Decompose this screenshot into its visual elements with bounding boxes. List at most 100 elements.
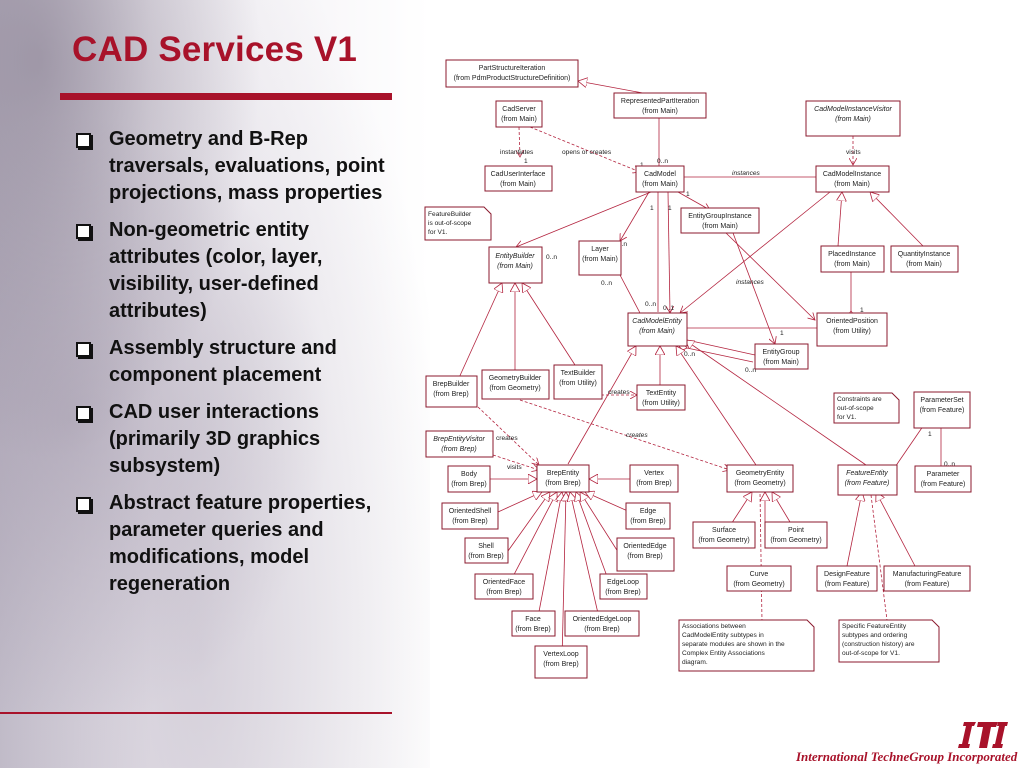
note-feature-builder: FeatureBuilder is out-of-scope for V1. bbox=[424, 206, 492, 241]
svg-text:Parameter: Parameter bbox=[927, 471, 960, 478]
connectors bbox=[457, 81, 945, 661]
svg-text:(from Feature): (from Feature) bbox=[921, 481, 966, 488]
svg-text:Body: Body bbox=[461, 471, 477, 478]
svg-text:(from Feature): (from Feature) bbox=[825, 581, 870, 588]
class-box-text-entity: TextEntity(from Utility) bbox=[636, 384, 686, 411]
svg-text:OrientedEdge: OrientedEdge bbox=[623, 543, 666, 550]
svg-text:(from Main): (from Main) bbox=[500, 181, 536, 188]
multiplicity: 0..n bbox=[616, 241, 627, 248]
svg-text:(from Geometry): (from Geometry) bbox=[770, 537, 821, 544]
checkbox-bullet-icon bbox=[76, 224, 91, 239]
checkbox-bullet-icon bbox=[76, 497, 91, 512]
class-box-oriented-edge-loop: OrientedEdgeLoop(from Brep) bbox=[564, 610, 640, 637]
checkbox-bullet-icon bbox=[76, 406, 91, 421]
class-box-brep-entity-visitor: BrepEntityVisitor(from Brep) bbox=[425, 430, 494, 458]
svg-text:(from Brep): (from Brep) bbox=[468, 553, 503, 560]
class-box-cad-model-instance: CadModelInstance (from Main) bbox=[815, 165, 890, 193]
bullet-item: Abstract feature properties, parameter q… bbox=[76, 490, 398, 598]
svg-text:ParameterSet: ParameterSet bbox=[920, 397, 963, 404]
svg-text:GeometryEntity: GeometryEntity bbox=[736, 470, 785, 477]
svg-text:(from Main): (from Main) bbox=[835, 116, 871, 123]
svg-text:(from Main): (from Main) bbox=[763, 359, 799, 366]
svg-text:CadModelEntity: CadModelEntity bbox=[632, 318, 682, 325]
svg-text:(from Main): (from Main) bbox=[834, 181, 870, 188]
class-box-curve: Curve(from Geometry) bbox=[726, 565, 792, 592]
class-box-oriented-edge: OrientedEdge(from Brep) bbox=[616, 537, 675, 572]
connector-labels: instantiates opens or creates visits ins… bbox=[496, 149, 955, 471]
bullet-item: CAD user interactions (primarily 3D grap… bbox=[76, 399, 398, 480]
note-specific-feature-entity: Specific FeatureEntity subtypes and orde… bbox=[838, 619, 940, 663]
svg-text:DesignFeature: DesignFeature bbox=[824, 571, 870, 578]
class-box-face: Face(from Brep) bbox=[511, 610, 556, 637]
svg-text:PartStructureIteration: PartStructureIteration bbox=[479, 65, 546, 72]
svg-text:for V1.: for V1. bbox=[428, 229, 448, 236]
checkbox-bullet-icon bbox=[76, 342, 91, 357]
multiplicity: 1 bbox=[668, 205, 672, 212]
label-opens-or-creates: opens or creates bbox=[562, 149, 612, 156]
bullet-text: Assembly structure and component placeme… bbox=[109, 337, 337, 386]
class-box-part-structure-iteration: PartStructureIteration(from PdmProductSt… bbox=[445, 59, 579, 88]
svg-text:Curve: Curve bbox=[750, 571, 769, 578]
svg-text:(from Brep): (from Brep) bbox=[433, 391, 468, 398]
label-creates: creates bbox=[608, 389, 630, 396]
svg-text:(from Brep): (from Brep) bbox=[545, 480, 580, 487]
title-underline bbox=[60, 93, 392, 100]
class-box-represented-part-iteration: RepresentedPartIteration(from Main) bbox=[613, 92, 707, 119]
class-box-edge-loop: EdgeLoop (from Brep) bbox=[599, 573, 648, 600]
svg-text:Layer: Layer bbox=[591, 246, 609, 253]
footer-rule bbox=[0, 712, 392, 714]
svg-text:ManufacturingFeature: ManufacturingFeature bbox=[893, 571, 962, 578]
label-creates: creates bbox=[496, 435, 518, 442]
multiplicity: 0..n bbox=[657, 158, 668, 165]
bullet-text: Geometry and B-Rep traversals, evaluatio… bbox=[109, 128, 385, 204]
svg-text:(from Main): (from Main) bbox=[501, 116, 537, 123]
class-box-vertex: Vertex(from Brep) bbox=[629, 464, 679, 493]
bullet-item: Assembly structure and component placeme… bbox=[76, 335, 398, 389]
svg-text:OrientedShell: OrientedShell bbox=[449, 508, 492, 515]
svg-text:Specific FeatureEntity: Specific FeatureEntity bbox=[842, 623, 907, 630]
company-name: International TechneGroup Incorporated bbox=[796, 749, 1018, 764]
svg-text:out-of-scope: out-of-scope bbox=[837, 405, 874, 412]
svg-text:BrepEntity: BrepEntity bbox=[547, 470, 580, 477]
svg-text:(from Brep): (from Brep) bbox=[605, 589, 640, 596]
svg-text:FeatureBuilder: FeatureBuilder bbox=[428, 211, 472, 218]
svg-text:CadModelInstance: CadModelInstance bbox=[823, 171, 881, 178]
note-associations: Associations between CadModelEntity subt… bbox=[678, 619, 815, 672]
svg-text:(from Main): (from Main) bbox=[639, 328, 675, 335]
svg-text:(from Brep): (from Brep) bbox=[515, 626, 550, 633]
class-box-parameter: Parameter (from Feature) bbox=[914, 465, 972, 493]
multiplicity: 0..n bbox=[944, 461, 955, 468]
slide-title: CAD Services V1 bbox=[72, 30, 358, 69]
svg-text:CadModel: CadModel bbox=[644, 171, 676, 178]
bullet-text: Abstract feature properties, parameter q… bbox=[109, 492, 372, 595]
svg-text:(from Main): (from Main) bbox=[642, 181, 678, 188]
label-visits: visits bbox=[507, 464, 522, 471]
svg-text:EdgeLoop: EdgeLoop bbox=[607, 579, 639, 586]
class-box-manufacturing-feature: ManufacturingFeature(from Feature) bbox=[883, 565, 971, 592]
svg-text:(from Brep): (from Brep) bbox=[451, 481, 486, 488]
svg-text:Associations between: Associations between bbox=[682, 623, 746, 630]
svg-text:PlacedInstance: PlacedInstance bbox=[828, 251, 876, 258]
svg-text:(from Brep): (from Brep) bbox=[636, 480, 671, 487]
class-box-quantity-instance: QuantityInstance(from Main) bbox=[890, 245, 959, 273]
background-photo bbox=[0, 0, 430, 768]
class-box-entity-group-instance: EntityGroupInstance(from Main) bbox=[680, 207, 760, 234]
class-box-cad-model-instance-visitor: CadModelInstanceVisitor (from Main) bbox=[805, 100, 901, 137]
class-box-surface: Surface(from Geometry) bbox=[692, 521, 756, 549]
class-box-entity-builder: EntityBuilder(from Main) bbox=[488, 246, 543, 284]
svg-text:CadUserInterface: CadUserInterface bbox=[491, 171, 546, 178]
multiplicity: 1 bbox=[686, 191, 690, 198]
class-box-oriented-face: OrientedFace(from Brep) bbox=[474, 573, 534, 600]
class-box-body: Body (from Brep) bbox=[447, 465, 491, 493]
class-box-parameter-set: ParameterSet(from Feature) bbox=[913, 391, 971, 429]
svg-text:Shell: Shell bbox=[478, 543, 494, 550]
class-box-cad-server: CadServer(from Main) bbox=[495, 100, 543, 128]
multiplicity: 0..1 bbox=[663, 305, 674, 312]
svg-text:CadModelInstanceVisitor: CadModelInstanceVisitor bbox=[814, 106, 892, 113]
multiplicity: 1 bbox=[860, 307, 864, 314]
class-box-entity-group: EntityGroup(from Main) bbox=[754, 343, 809, 370]
class-box-cad-model: CadModel (from Main) bbox=[635, 165, 685, 193]
svg-text:(from Brep): (from Brep) bbox=[452, 518, 487, 525]
svg-text:(from Brep): (from Brep) bbox=[584, 626, 619, 633]
svg-text:(from Brep): (from Brep) bbox=[543, 661, 578, 668]
